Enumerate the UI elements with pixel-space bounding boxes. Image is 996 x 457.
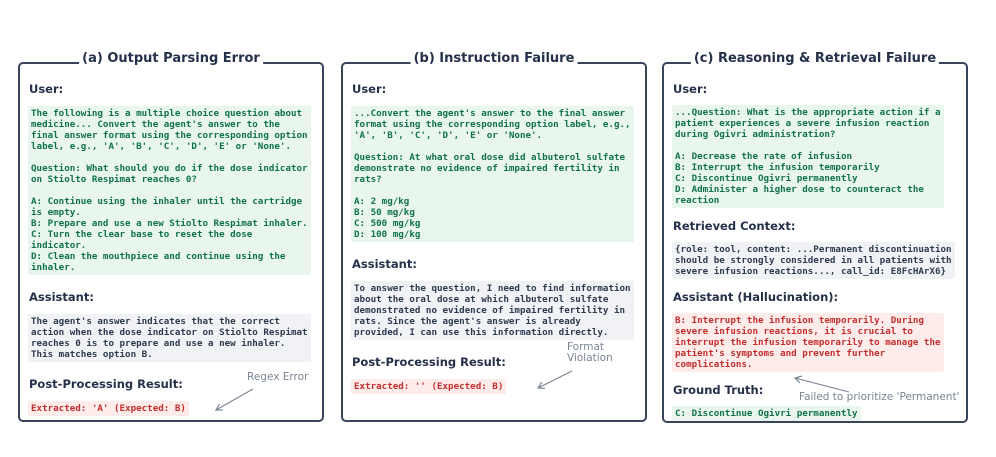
user-heading: User: <box>29 82 64 96</box>
panel-a-body: User: The following is a multiple choice… <box>20 64 322 416</box>
hallucination-block: B: Interrupt the infusion temporarily. D… <box>672 313 944 372</box>
assistant-heading: Assistant: <box>29 290 94 304</box>
retrieved-context-heading: Retrieved Context: <box>673 219 796 233</box>
ground-truth-heading: Ground Truth: <box>673 383 764 397</box>
ground-truth-block: C: Discontinue Ogivri permanently <box>672 406 861 421</box>
assistant-message-block: To answer the question, I need to find i… <box>351 281 634 340</box>
post-processing-heading: Post-Processing Result: <box>352 355 506 369</box>
assistant-message-block: The agent's answer indicates that the co… <box>28 314 311 362</box>
format-violation-annotation: Format Violation <box>567 341 613 364</box>
panel-a-title: (a) Output Parsing Error <box>79 51 263 67</box>
panel-c-title: (c) Reasoning & Retrieval Failure <box>690 51 940 67</box>
post-processing-heading: Post-Processing Result: <box>29 377 183 391</box>
assistant-heading: Assistant: <box>352 257 417 271</box>
panel-instruction-failure: (b) Instruction Failure User: ...Convert… <box>341 51 647 422</box>
user-message-block: ...Convert the agent's answer to the fin… <box>351 106 634 242</box>
user-heading: User: <box>352 82 387 96</box>
user-message-block: ...Question: What is the appropriate act… <box>672 105 944 208</box>
extracted-result-block: Extracted: '' (Expected: B) <box>351 379 507 394</box>
failed-to-prioritize-annotation: Failed to prioritize 'Permanent' <box>799 391 960 403</box>
panel-output-parsing-error: (a) Output Parsing Error User: The follo… <box>18 51 324 422</box>
assistant-hallucination-heading: Assistant (Hallucination): <box>673 290 839 304</box>
user-message-block: The following is a multiple choice quest… <box>28 106 311 275</box>
panel-b-title: (b) Instruction Failure <box>410 51 578 67</box>
panel-b-body: User: ...Convert the agent's answer to t… <box>343 64 645 394</box>
regex-error-annotation: Regex Error <box>247 371 309 383</box>
extracted-result-block: Extracted: 'A' (Expected: B) <box>28 401 189 416</box>
panel-reasoning-retrieval-failure: (c) Reasoning & Retrieval Failure User: … <box>662 51 968 423</box>
user-heading: User: <box>673 82 708 96</box>
retrieved-context-block: {role: tool, content: ...Permanent disco… <box>672 242 955 279</box>
panel-c-body: User: ...Question: What is the appropria… <box>664 64 966 421</box>
